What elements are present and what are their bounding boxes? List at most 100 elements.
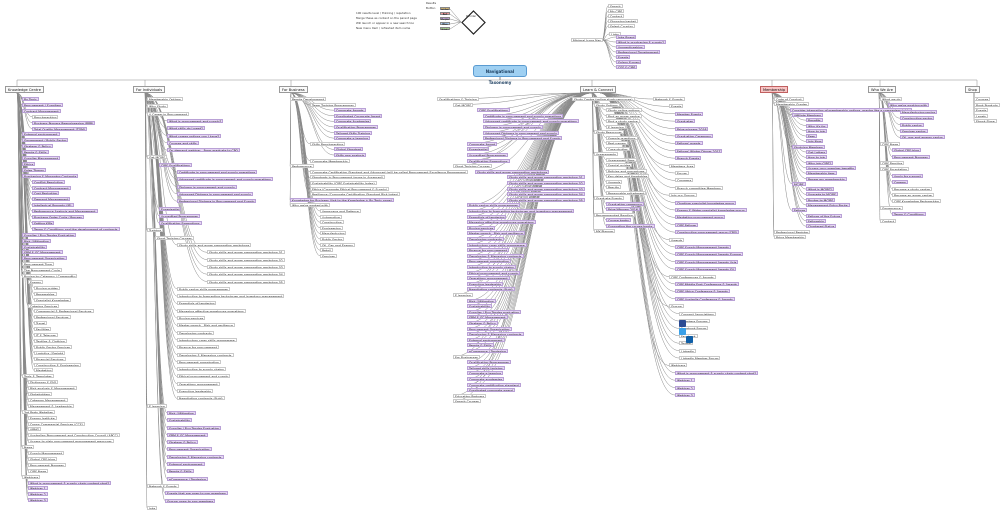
lc_c-item[interactable]: What is procurement & supply chain conte…: [675, 370, 759, 375]
lc_a-item[interactable]: Introduction to supply chains: [467, 265, 516, 269]
mem-item[interactable]: Professional Register: [774, 229, 811, 234]
lc_c-item[interactable]: Members Area: [669, 163, 696, 168]
lc_a-item[interactable]: Study skills and exam preparation worksh…: [507, 181, 585, 185]
fi-item[interactable]: Membership Options: [147, 97, 184, 101]
fb-item[interactable]: People Development: [290, 97, 327, 101]
fb-item[interactable]: Automotive: [320, 214, 342, 219]
fi-item[interactable]: Get MCIPS: [147, 155, 168, 160]
kc-item[interactable]: Construction & Engineering: [34, 362, 81, 367]
lc_b-item[interactable]: Course books: [606, 218, 631, 222]
wwa-item[interactable]: CIPS Foundation: [880, 167, 910, 172]
fb-item[interactable]: Retail: [320, 248, 333, 253]
fb-item[interactable]: Global Standard: [334, 147, 363, 152]
lc_b-item[interactable]: MY Planner: [594, 229, 616, 233]
kc-item[interactable]: Ethics: [22, 161, 36, 166]
lc_b-item[interactable]: Assessments: [594, 152, 619, 156]
fi-item[interactable]: Sustainability: [167, 418, 192, 423]
top-nav-item[interactable]: Learn & Connect: [580, 86, 616, 93]
lc_c-item[interactable]: LinkedIn: [679, 348, 696, 353]
fb-item[interactable]: Corporate Awards: [334, 108, 366, 113]
top-nav-item[interactable]: Membership: [760, 86, 789, 93]
kc-item[interactable]: Tools & Templates: [22, 374, 54, 379]
lc_c-item[interactable]: Awards: [669, 237, 685, 242]
kc-item[interactable]: Logistics / Freight: [34, 350, 66, 355]
kc-item[interactable]: Catering Services: [28, 303, 60, 308]
fb-item[interactable]: Manufacturing: [320, 231, 347, 236]
fi-item[interactable]: Network & Events: [147, 483, 179, 488]
kc-item[interactable]: IT & Telecom: [34, 333, 58, 337]
lc_b-item[interactable]: Graduation ceremony: [606, 201, 644, 206]
wwa-item[interactable]: Careers: [892, 180, 908, 185]
lc_a-item[interactable]: For Businesses: [453, 354, 480, 359]
lc_c-item[interactable]: Branch committee Members: [675, 185, 723, 190]
wwa-item[interactable]: Become an exam centre: [892, 193, 934, 197]
fb-item[interactable]: Qualification Programmes: [334, 125, 379, 129]
util-nav-item[interactable]: My CIPS: [608, 9, 625, 13]
kc-item[interactable]: Risk analysis & Management: [28, 386, 77, 391]
fb-item[interactable]: Aerospace and Defence: [320, 209, 361, 213]
kc-item[interactable]: Risk / Mitigation: [22, 238, 51, 243]
lc_c-item[interactable]: CIPS Africa Conference & Awards: [675, 289, 730, 294]
lc_b-item[interactable]: Sample questions: [606, 135, 638, 140]
kc-item[interactable]: Sales Theory: [22, 167, 46, 172]
wwa-item[interactable]: Procurement Progress: [892, 154, 930, 159]
lc_a-item[interactable]: Master search - Risk and resilience: [467, 231, 525, 236]
lc_a-item[interactable]: E-learning: [453, 293, 473, 297]
top-nav-item[interactable]: For Business: [279, 86, 308, 93]
fi-item[interactable]: Developing contracts: [177, 330, 214, 335]
lc_c-item[interactable]: Network & Events: [653, 97, 685, 101]
fi-item[interactable]: eCommerce / Tendering: [167, 476, 208, 481]
fi-item[interactable]: Diploma in procurement and supply: [177, 184, 237, 189]
lc_c-item[interactable]: Webinar 1: [675, 378, 695, 383]
fi-item[interactable]: Advanced Diploma in procurement and supp…: [177, 191, 253, 196]
lc_a-item[interactable]: CIPS Qualifications: [477, 108, 510, 113]
fb-item[interactable]: Engineering: [320, 225, 343, 230]
lc_c-item[interactable]: CIPS Supply Management Awards Europe: [675, 252, 743, 257]
kc-item[interactable]: Total Quality Management (TQM): [32, 126, 88, 131]
kc-item[interactable]: News: [22, 445, 35, 450]
kc-item[interactable]: Setting KPIs: [32, 220, 55, 225]
util-nav-item[interactable]: Links: [609, 32, 621, 36]
lc_c-item[interactable]: Energy & Water specialist knowledge grou…: [675, 208, 747, 212]
mem-item[interactable]: Upgrade to MCIPS: [806, 192, 838, 197]
lc_a-item[interactable]: Operations management: [467, 276, 510, 281]
fi-item[interactable]: Risk / Mitigation: [167, 410, 196, 415]
lc_c-item[interactable]: Webinar 2: [675, 385, 695, 390]
fi-item[interactable]: Operations management: [177, 381, 220, 386]
kc-item[interactable]: Webinar 2: [28, 492, 48, 497]
shop-item[interactable]: Events: [974, 108, 989, 112]
kc-item[interactable]: Supply Management: [28, 451, 64, 455]
kc-item[interactable]: Renewables: [34, 291, 57, 296]
fi-item[interactable]: Managing effective warehouse operations: [177, 308, 246, 313]
wwa-item[interactable]: Services sector: [900, 129, 928, 133]
fi-item[interactable]: Groups open to non members: [165, 498, 216, 503]
kc-item[interactable]: Supplier Management: [22, 156, 61, 160]
fb-item[interactable]: Sustainability (CIPS Sustainability Inde…: [310, 181, 377, 185]
kc-item[interactable]: SRM & SC Management: [22, 250, 63, 255]
kc-item[interactable]: Textiles & Clothing: [34, 338, 67, 343]
lc_a-item[interactable]: Accredited Programmes: [467, 153, 509, 157]
kc-item[interactable]: By Topic: [22, 97, 39, 101]
facebook-icon[interactable]: [679, 320, 686, 327]
mem-item[interactable]: Why join CIPS?: [806, 160, 833, 165]
fi-item[interactable]: What skills do I need?: [167, 126, 205, 131]
kc-item[interactable]: Cost Reduction: [32, 191, 60, 196]
lc_c-item[interactable]: Webinar 3: [675, 393, 695, 397]
fb-item[interactable]: Tailored Skills Training: [334, 130, 373, 135]
lc_c-item[interactable]: Prize winners 2016: [675, 126, 709, 131]
lc_b-item[interactable]: Study online options: [606, 108, 642, 112]
lc_a-item[interactable]: Managing effective warehouse operations: [467, 220, 536, 225]
mem-item[interactable]: Fellows: [792, 208, 808, 213]
lc_b-item[interactable]: Assessment Fees: [606, 157, 637, 162]
lc_a-item[interactable]: Finance for procurement: [467, 248, 509, 253]
fb-item[interactable]: Construction: [320, 220, 344, 225]
lc_a-item[interactable]: Developing contracts: [467, 237, 504, 241]
util-nav-item[interactable]: Events: [616, 55, 631, 59]
top-nav-item[interactable]: For Individuals: [133, 86, 166, 93]
fb-item[interactable]: Why we're worked with: [290, 203, 330, 208]
util-nav-item[interactable]: CSS & CIPS: [616, 65, 638, 69]
mem-item[interactable]: Code of Conduct: [774, 97, 804, 101]
lc_b-item[interactable]: Reasonable adjustment: [606, 190, 647, 195]
kc-item[interactable]: Procurement Organisation: [22, 256, 67, 261]
lc_c-item[interactable]: CIPS Supply Management Awards: [675, 245, 731, 249]
